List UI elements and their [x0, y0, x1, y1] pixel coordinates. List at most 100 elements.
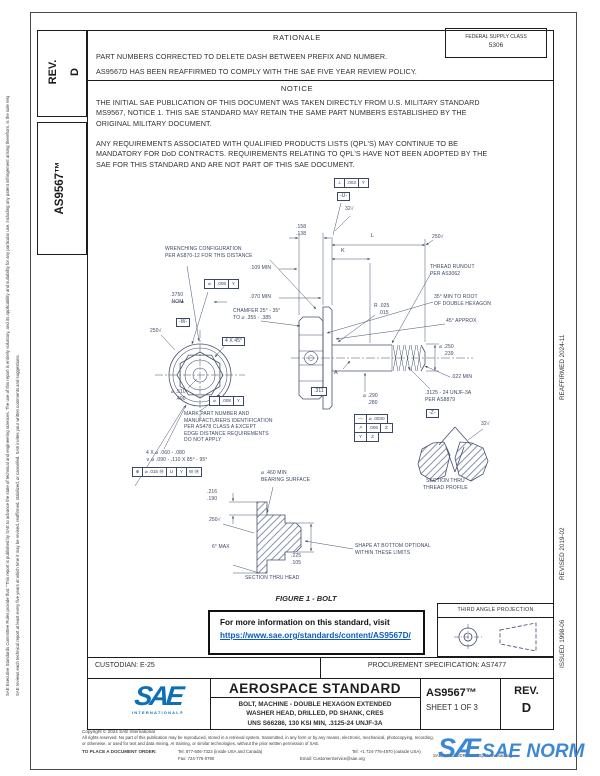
- rev-sidebar-label: REV. D: [47, 59, 81, 85]
- datum-z-symbol: -Z-: [426, 409, 439, 418]
- sae-logo-text: SAE: [133, 681, 183, 711]
- titleblock-line: [210, 678, 211, 729]
- rationale-title: RATIONALE: [273, 33, 321, 42]
- dim-length-L: L: [371, 233, 375, 239]
- fcf-tolerance: .008: [214, 279, 229, 289]
- projection-box: THIRD ANGLE PROJECTION: [437, 603, 554, 657]
- shape-optional-note: SHAPE AT BOTTOM OPTIONAL WITHIN THESE LI…: [355, 543, 431, 556]
- standard-url-link[interactable]: https://www.sae.org/standards/content/AS…: [220, 631, 411, 640]
- rev-sidebar-box: REV. D: [37, 30, 87, 117]
- shank-pd-dia-dim: ⌀ .290 .280: [363, 393, 378, 406]
- order-tel-international: Tel: +1 724-776-4970 (outside USA): [352, 749, 421, 754]
- rights-statement: All rights reserved. No part of this pub…: [82, 735, 434, 747]
- margin-disclaimer-2: SAE reviews each technical report at lea…: [15, 354, 20, 696]
- section-divider-line: [88, 80, 553, 81]
- thread-runout-note: THREAD RUNOUT PER AS3062: [430, 264, 475, 277]
- sae-norm-watermark: SÆ SAE NORM: [438, 733, 584, 764]
- side-view-bolt: [291, 306, 473, 410]
- margin-disclaimer-1: SAE Executive Standards Committee Rules …: [5, 96, 10, 696]
- doc-number: AS9567™: [426, 687, 477, 699]
- section-thru-head: [222, 486, 354, 574]
- web-address: SAE WEB ADDRESS: http://www.sae.org: [433, 753, 513, 758]
- front-view-head: [155, 330, 245, 420]
- section-thru-head-caption: SECTION THRU HEAD: [245, 575, 300, 581]
- rationale-paragraph-1: PART NUMBERS CORRECTED TO DELETE DASH BE…: [96, 52, 388, 61]
- sheet-number: SHEET 1 OF 3: [426, 703, 478, 712]
- angle-6-max: 6° MAX: [212, 544, 230, 550]
- fcf-datum: Y: [357, 178, 369, 188]
- dim-head-height: .158 .138: [296, 224, 307, 237]
- fcf-tolerance: ⌀ .015 Ⓜ: [142, 467, 167, 477]
- fcf-tolerance: .003: [344, 178, 359, 188]
- fcf-datum: Z: [379, 423, 393, 433]
- dim-070-min: .070 MIN: [250, 294, 272, 300]
- shank-nominal-dim: .3750 NOM: [170, 292, 184, 305]
- titleblock-line: [320, 657, 321, 678]
- lockwire-hole-note: 4 X ⌀ .060 - .080 ∨ ⌀ .090 - .110 X 85° …: [146, 450, 208, 463]
- hexagon-root-note: 35° MIN TO ROOT OF DOUBLE HEXAGON: [434, 294, 491, 307]
- watermark-text: SAE NORM: [482, 741, 585, 762]
- notice-paragraph-1: THE INITIAL SAE PUBLICATION OF THIS DOCU…: [96, 98, 480, 128]
- chamfer-note: CHAMFER 25° - 35° TO ⌀ .355 - .385: [233, 308, 281, 321]
- wrenching-config-note: WRENCHING CONFIGURATION PER AS870-12 FOR…: [165, 246, 253, 259]
- approx-45-note: 45° APPROX: [446, 318, 477, 324]
- bearing-surface-note: ⌀ .460 MIN BEARING SURFACE: [261, 470, 311, 483]
- order-fax: Fax: 724-776-0790: [178, 756, 215, 761]
- datum-u-symbol: -U-: [337, 192, 351, 201]
- order-label: TO PLACE A DOCUMENT ORDER:: [82, 749, 157, 754]
- fcf-tolerance: .008: [219, 396, 234, 406]
- titleblock-line: [500, 678, 501, 729]
- thread-end-dia-dim: ⌀ .250 .239: [439, 344, 454, 357]
- more-info-box: For more information on this standard, v…: [208, 610, 425, 655]
- doc-number-sidebar-box: AS9567™: [37, 122, 87, 255]
- titleblock-line: [420, 678, 421, 729]
- watermark-logo-icon: SÆ: [438, 733, 481, 763]
- section-thru-thread: [417, 426, 489, 482]
- page-outer-border: [30, 12, 577, 770]
- copyright-line: Copyright © 2024 SAE International: [82, 729, 155, 734]
- rev-value: D: [521, 700, 532, 715]
- basic-dim-311: .311: [311, 387, 327, 396]
- thread-spec-note: .3125 - 24 UNJF-3A PER AS8879: [425, 390, 472, 403]
- projection-title: THIRD ANGLE PROJECTION: [438, 604, 553, 618]
- federal-supply-class-box: FEDERAL SUPPLY CLASS 5306: [445, 28, 547, 58]
- rev-label: REV.: [514, 685, 539, 697]
- figure-caption: FIGURE 1 - BOLT: [275, 594, 337, 603]
- dim-grip-K: K: [341, 248, 345, 254]
- surface-finish-250-b: 250√: [432, 234, 444, 240]
- dimension-lines: [134, 202, 451, 487]
- rationale-paragraph-2: AS9567D HAS BEEN REAFFIRMED TO COMPLY WI…: [96, 67, 417, 76]
- fcf-datum: W Ⓜ: [185, 467, 203, 477]
- reaffirmed-date: REAFFIRMED 2024-11: [559, 334, 566, 400]
- fcf-datum: Y: [232, 396, 244, 406]
- dim-109-min: .109 MIN: [250, 265, 272, 271]
- notice-paragraph-2: ANY REQUIREMENTS ASSOCIATED WITH QUALIFI…: [96, 139, 488, 169]
- datum-w-symbol: -W-: [176, 318, 191, 327]
- fillet-radius-dim: R .025 .015: [374, 303, 390, 316]
- main-document-frame: [87, 30, 554, 730]
- bolt-drawing-svg: [134, 202, 489, 574]
- standard-subtitle: BOLT, MACHINE - DOUBLE HEXAGON EXTENDED …: [238, 701, 392, 727]
- notice-title: NOTICE: [280, 84, 314, 93]
- dia-510-dim: ⌀ .510 .490: [171, 389, 186, 402]
- fcf-datum: Y: [227, 279, 239, 289]
- dim-022-min: .022 MIN: [451, 374, 473, 380]
- section-a-marker: A: [334, 370, 338, 376]
- dim-flange-thickness: .216 .190: [207, 489, 218, 502]
- custodian-label: CUSTODIAN: E-25: [95, 662, 155, 669]
- fcf-datum: Z: [366, 432, 379, 442]
- issued-date: ISSUED 1998-06: [559, 619, 566, 668]
- surface-finish-32-a: 32√: [345, 206, 354, 212]
- fsc-label: FEDERAL SUPPLY CLASS: [465, 34, 527, 40]
- standard-type-title: AEROSPACE STANDARD: [228, 681, 401, 696]
- sae-logo-subtext: INTERNATIONAL®: [131, 710, 185, 715]
- corner-chamfer-45: 4 X 45°: [222, 337, 246, 346]
- revised-date: REVISED 2019-02: [559, 527, 566, 580]
- titleblock-line: [88, 678, 553, 679]
